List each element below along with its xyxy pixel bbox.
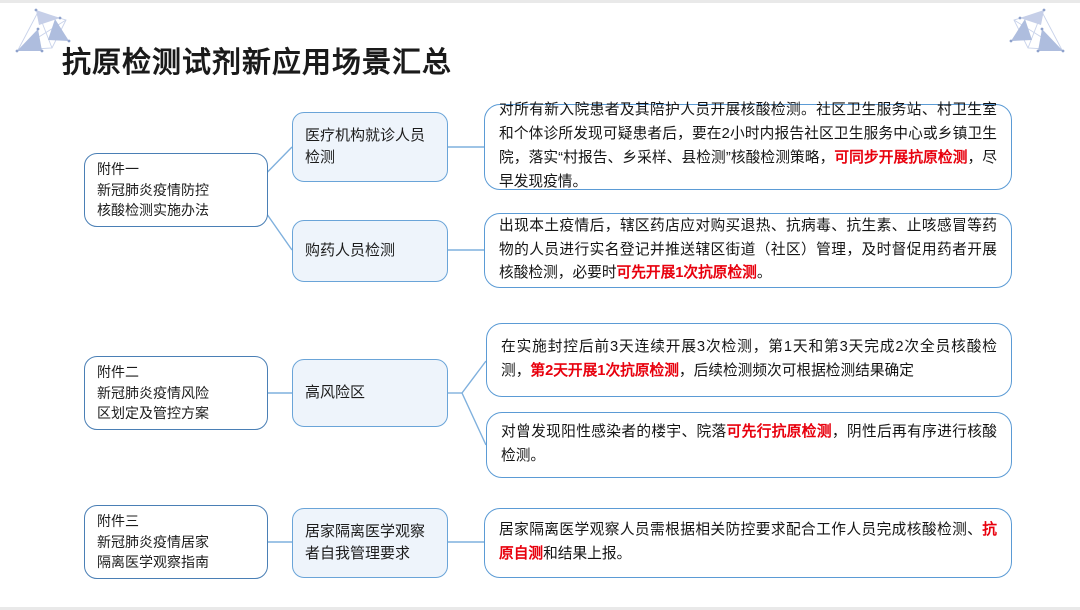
scenario-node-home-quarantine[interactable]: 居家隔离医学观察 者自我管理要求 bbox=[292, 508, 448, 578]
scenario-node-high-risk-area[interactable]: 高风险区 bbox=[292, 359, 448, 427]
plain-phrase: 在实施封控后前3天连续开展3次检测，第1天和第3天完成2次全员核酸检测， bbox=[501, 339, 997, 379]
document-node-attachment-2[interactable]: 附件二 新冠肺炎疫情风险 区划定及管控方案 bbox=[84, 356, 268, 430]
plain-phrase: 对所有新入院患者及其陪护人员开展核酸检测。社区卫生服务站、村卫生室和个体诊所发现… bbox=[499, 102, 997, 166]
detail-text: 在实施封控后前3天连续开展3次检测，第1天和第3天完成2次全员核酸检测，第2天开… bbox=[501, 336, 997, 384]
bottom-divider bbox=[0, 607, 1080, 610]
scenario-node-drug-buyers[interactable]: 购药人员检测 bbox=[292, 220, 448, 282]
scenario-label: 购药人员检测 bbox=[305, 241, 396, 259]
plain-phrase: ，阴性后再有序进行核酸检测。 bbox=[501, 424, 997, 464]
plain-phrase: ，尽早发现疫情。 bbox=[499, 150, 997, 190]
triangle-node-cluster-icon bbox=[15, 8, 71, 53]
plain-phrase: 出现本土疫情后，辖区药店应对购买退热、抗病毒、抗生素、止咳感冒等药物的人员进行实… bbox=[499, 217, 997, 282]
plain-phrase: 和结果上报。 bbox=[543, 546, 632, 562]
scenario-label: 高风险区 bbox=[305, 383, 366, 401]
document-label: 附件三 新冠肺炎疫情居家 隔离医学观察指南 bbox=[97, 512, 209, 571]
detail-text: 对曾发现阳性感染者的楼宇、院落可先行抗原检测，阴性后再有序进行核酸检测。 bbox=[501, 421, 997, 469]
detail-text: 对所有新入院患者及其陪护人员开展核酸检测。社区卫生服务站、村卫生室和个体诊所发现… bbox=[499, 99, 997, 194]
page-title: 抗原检测试剂新应用场景汇总 bbox=[62, 47, 453, 79]
detail-node-drug-buyers[interactable]: 出现本土疫情后，辖区药店应对购买退热、抗病毒、抗生素、止咳感冒等药物的人员进行实… bbox=[484, 213, 1012, 288]
detail-text: 出现本土疫情后，辖区药店应对购买退热、抗病毒、抗生素、止咳感冒等药物的人员进行实… bbox=[499, 215, 997, 286]
document-node-attachment-1[interactable]: 附件一 新冠肺炎疫情防控 核酸检测实施办法 bbox=[84, 153, 268, 227]
document-label: 附件一 新冠肺炎疫情防控 核酸检测实施办法 bbox=[97, 160, 209, 219]
scenario-label: 居家隔离医学观察 者自我管理要求 bbox=[305, 522, 426, 563]
highlighted-phrase: 抗原自测 bbox=[499, 522, 997, 562]
connector-highrisk-to-schedule bbox=[461, 360, 487, 394]
highlighted-phrase: 可先行抗原检测 bbox=[726, 424, 832, 441]
document-node-attachment-3[interactable]: 附件三 新冠肺炎疫情居家 隔离医学观察指南 bbox=[84, 505, 268, 579]
triangle-node-cluster-icon bbox=[1009, 8, 1065, 53]
highlighted-phrase: 第2天开展1次抗原检测 bbox=[530, 363, 679, 379]
plain-phrase: 对曾发现阳性感染者的楼宇、院落 bbox=[501, 424, 727, 441]
connector-highrisk-to-buildings bbox=[461, 392, 487, 446]
detail-text: 居家隔离医学观察人员需根据相关防控要求配合工作人员完成核酸检测、抗原自测和结果上… bbox=[499, 519, 997, 567]
detail-node-medical-visitors[interactable]: 对所有新入院患者及其陪护人员开展核酸检测。社区卫生服务站、村卫生室和个体诊所发现… bbox=[484, 102, 1012, 190]
scenario-label: 医疗机构就诊人员 检测 bbox=[305, 126, 426, 167]
document-label: 附件二 新冠肺炎疫情风险 区划定及管控方案 bbox=[97, 363, 209, 422]
detail-node-home-quarantine[interactable]: 居家隔离医学观察人员需根据相关防控要求配合工作人员完成核酸检测、抗原自测和结果上… bbox=[484, 508, 1012, 578]
highlighted-phrase: 可同步开展抗原检测 bbox=[834, 150, 968, 166]
plain-phrase: 居家隔离医学观察人员需根据相关防控要求配合工作人员完成核酸检测、 bbox=[499, 522, 983, 539]
detail-node-high-risk-schedule[interactable]: 在实施封控后前3天连续开展3次检测，第1天和第3天完成2次全员核酸检测，第2天开… bbox=[486, 323, 1012, 397]
highlighted-phrase: 可先开展1次抗原检测 bbox=[616, 265, 757, 282]
detail-node-high-risk-buildings[interactable]: 对曾发现阳性感染者的楼宇、院落可先行抗原检测，阴性后再有序进行核酸检测。 bbox=[486, 412, 1012, 478]
top-divider bbox=[0, 0, 1080, 3]
plain-phrase: 。 bbox=[756, 265, 772, 282]
scenario-node-medical-visitors[interactable]: 医疗机构就诊人员 检测 bbox=[292, 112, 448, 182]
plain-phrase: ，后续检测频次可根据检测结果确定 bbox=[678, 363, 914, 379]
